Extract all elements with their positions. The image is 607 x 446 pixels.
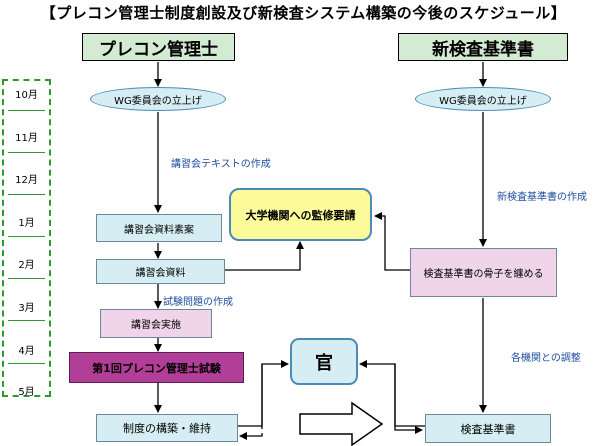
big-hollow-arrow bbox=[299, 401, 384, 446]
box-government: 官 bbox=[290, 338, 358, 385]
month-label: 5月 bbox=[18, 387, 35, 398]
month-divider bbox=[8, 363, 45, 364]
month-label: 1月 bbox=[18, 218, 35, 229]
box-system-build: 制度の構築・維持 bbox=[96, 414, 238, 442]
month-label: 12月 bbox=[15, 175, 38, 186]
month-divider bbox=[8, 194, 45, 195]
arrow-skeleton-to-univ bbox=[374, 212, 410, 271]
month-divider bbox=[8, 278, 45, 279]
month-label: 2月 bbox=[18, 260, 35, 271]
arrow-gov-to-system bbox=[239, 432, 263, 440]
month-divider bbox=[8, 110, 45, 111]
box-university-request: 大学機関への監修要請 bbox=[229, 188, 372, 241]
month-divider bbox=[8, 236, 45, 237]
left-wg-oval: WG委員会の立上げ bbox=[90, 87, 226, 111]
note-new-standard-create: 新検査基準書の作成 bbox=[497, 192, 587, 203]
month-label: 11月 bbox=[15, 133, 38, 144]
box-standard-skeleton: 検査基準書の骨子を纏める bbox=[410, 248, 557, 297]
arrow-system-to-gov bbox=[238, 360, 289, 427]
month-divider bbox=[8, 320, 45, 321]
header-new-inspection-standard: 新検査基準書 bbox=[398, 33, 568, 61]
box-first-exam: 第1回プレコン管理士試験 bbox=[69, 352, 244, 383]
box-seminar-held: 講習会実施 bbox=[100, 309, 212, 338]
month-label: 10月 bbox=[15, 90, 38, 101]
right-wg-oval: WG委員会の立上げ bbox=[415, 87, 551, 111]
note-seminar-text: 講習会テキストの作成 bbox=[171, 159, 271, 170]
month-label: 4月 bbox=[18, 346, 35, 357]
arrow-materials-to-univ bbox=[225, 241, 304, 271]
arrow-gov-to-standard bbox=[394, 364, 423, 434]
month-timeline: 10月 11月 12月 1月 2月 3月 4月 5月 bbox=[2, 79, 51, 398]
month-divider bbox=[8, 152, 45, 153]
page-title: 【プレコン管理士制度創設及び新検査システム構築の今後のスケジュール】 bbox=[40, 4, 567, 22]
month-label: 3月 bbox=[18, 303, 35, 314]
box-inspection-standard: 検査基準書 bbox=[425, 414, 551, 443]
box-seminar-materials: 講習会資料 bbox=[96, 259, 225, 284]
box-seminar-draft: 講習会資料素案 bbox=[96, 214, 222, 242]
header-precon-manager: プレコン管理士 bbox=[82, 33, 235, 61]
note-exam-questions: 試験問題の作成 bbox=[163, 297, 233, 308]
note-agency-adjust: 各機関との調整 bbox=[511, 353, 581, 364]
